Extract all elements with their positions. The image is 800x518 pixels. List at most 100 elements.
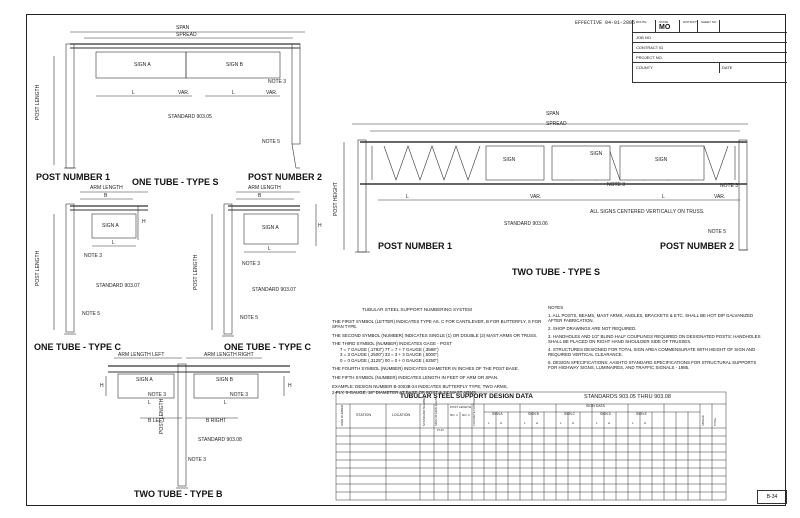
two-tube-type-s-title: TWO TUBE - TYPE S [512, 267, 601, 277]
b-b-left: B LEFT [148, 418, 165, 424]
drawing-sheet-border [26, 14, 786, 506]
note-2: 2. SHOP DRAWINGS ARE NOT REQUIRED. [548, 325, 637, 331]
b-note3-right: NOTE 3 [230, 392, 249, 398]
s1-post2-title: POST NUMBER 2 [248, 172, 323, 182]
table-unit-span: FT-IN [437, 429, 444, 432]
contract-id-row: CONTRACT ID [633, 42, 787, 52]
s2-note3-left: NOTE 3 [607, 182, 626, 188]
s2-span-label: SPAN [546, 111, 560, 117]
b-h-left: H [100, 383, 104, 389]
numbering-p3b: 7 = 7 GAUGE (.1793") 7T = 7 + 7 GAUGE (.… [340, 346, 439, 352]
s2-note3-right: NOTE 3 [720, 183, 739, 189]
table-col-station: STATION [356, 413, 372, 417]
table-col-spread: SPREAD [702, 415, 705, 426]
c2-h: H [318, 223, 322, 229]
c1-note5: NOTE 5 [82, 311, 101, 317]
b-arm-left: ARM LENGTH LEFT [118, 352, 165, 358]
two-tube-type-s-drawing [343, 123, 748, 253]
b-sign-a: SIGN A [136, 377, 153, 383]
note-1: 1. ALL POSTS, BEAMS, MAST ARMS, ANGLES, … [548, 312, 754, 324]
b-note5: NOTE 3 [188, 457, 207, 463]
numbering-p2: THE SECOND SYMBOL (NUMBER) INDICATES SIN… [332, 332, 538, 338]
table-col-sign-b: SIGN B [528, 412, 539, 416]
numbering-p4: THE FOURTH SYMBOL (NUMBER) INDICATES DIA… [332, 366, 519, 372]
s1-l-a: L [132, 90, 135, 96]
table-title: TUBULAR STEEL SUPPORT DESIGN DATA [400, 393, 533, 400]
b-standard: STANDARD 903.08 [198, 437, 242, 443]
s1-var-a: VAR. [178, 90, 190, 96]
s1-note5: NOTE 5 [262, 139, 281, 145]
table-subtitle: STANDARDS 903.05 THRU 903.08 [584, 394, 671, 400]
numbering-system-block: TUBULAR STEEL SUPPORT NUMBERING SYSTEM T… [332, 307, 542, 395]
route-label: ROUTE [636, 20, 647, 24]
state-value: MO [659, 24, 671, 31]
c1-h: H [142, 219, 146, 225]
county-label: COUNTY [636, 65, 653, 70]
table-col-post-length: POST LENGTH [450, 405, 472, 409]
one-tube-type-s-title: ONE TUBE - TYPE S [132, 177, 219, 187]
s2-post-height: POST HEIGHT [333, 182, 339, 216]
notes-title: NOTES [548, 305, 564, 310]
c1-note3: NOTE 3 [84, 253, 103, 259]
table-unit-l-e: L [632, 421, 634, 425]
sheet-number: B-34 [757, 490, 787, 504]
table-unit-l-b: L [524, 421, 526, 425]
numbering-p1: THE FIRST SYMBOL (LETTER) INDICATES TYPE… [332, 318, 542, 330]
s1-sign-b: SIGN B [226, 62, 243, 68]
table-col-span-or-arm: SPAN OR ARM LENGTH [435, 396, 438, 426]
table-unit-l-a: L [488, 421, 490, 425]
numbering-example-2: 2-PLY, 0-GAUGE, 18" DIAMETER AT BASE OF … [332, 389, 478, 395]
b-b-right: B RIGHT [206, 418, 227, 424]
one-tube-type-c-title: ONE TUBE - TYPE C [34, 342, 122, 352]
numbering-p3a: THE THIRD SYMBOL (NUMBER) INDICATES GAGE… [332, 341, 452, 347]
c2-note3: NOTE 3 [242, 261, 261, 267]
s1-sign-a: SIGN A [134, 62, 151, 68]
s2-var-2: VAR. [714, 194, 726, 200]
s2-note5: NOTE 5 [708, 229, 727, 235]
s2-post2-title: POST NUMBER 2 [660, 241, 735, 251]
district-label: DISTRICT [683, 20, 697, 24]
c2-post-length: POST LENGTH [193, 254, 199, 290]
numbering-p3d: 0 = 0 GAUGE (.3125") 00 = 0 + 0 GAUGE (.… [340, 357, 439, 363]
table-unit-h-c: H [572, 421, 575, 425]
s2-sign-b: SIGN [590, 151, 603, 157]
c2-l: L [268, 246, 271, 252]
table-col-no1: NO. 1 [450, 413, 458, 417]
c1-l: L [112, 240, 115, 246]
s1-post-length: POST LENGTH [35, 84, 41, 120]
one-tube-type-c-right-drawing [211, 191, 317, 337]
s2-sign-c: SIGN [655, 157, 668, 163]
note-3: 3. HANDHOLES AND 1/2" BLIND HALF COUPLIN… [548, 333, 761, 345]
design-data-table-grid [335, 391, 727, 501]
numbering-p3c: 3 = 3 GAUGE (.2500") 33 = 3 + 3 GAUGE (.… [340, 352, 439, 358]
s1-post1-title: POST NUMBER 1 [36, 172, 111, 182]
s1-spread-label: SPREAD [176, 32, 197, 38]
note-5: 5. DESIGN SPECIFICATIONS: AASHTO STANDAR… [548, 359, 757, 371]
c1-standard: STANDARD 903.07 [96, 283, 140, 289]
table-col-sign-d: SIGN D [600, 412, 611, 416]
table-col-sign-a: SIGN A [492, 412, 503, 416]
c2-arm-length: ARM LENGTH [248, 185, 281, 191]
s2-standard: STANDARD 903.06 [504, 221, 548, 227]
numbering-title: TUBULAR STEEL SUPPORT NUMBERING SYSTEM [362, 307, 472, 312]
table-col-sign-c: SIGN C [564, 412, 575, 416]
c2-standard: STANDARD 903.07 [252, 287, 296, 293]
table-col-standard-number: STANDARD NUMBER [422, 395, 426, 426]
table-unit-h-a: H [500, 421, 503, 425]
b-arm-right: ARM LENGTH RIGHT [204, 352, 254, 358]
s1-l-b: L [232, 90, 235, 96]
two-tube-type-b-title: TWO TUBE - TYPE B [134, 489, 223, 499]
s2-var-1: VAR. [530, 194, 542, 200]
table-unit-h-e: H [644, 421, 647, 425]
numbering-example-1: EXAMPLE: DESIGN NUMBER B-2003B-24 INDICA… [332, 384, 508, 390]
table-col-total: TOTAL [714, 417, 717, 426]
table-col-sign-e: SIGN E [636, 412, 647, 416]
one-tube-type-s-drawing [53, 31, 305, 169]
sheet-no-label: SHEET NO. [701, 20, 718, 24]
b-post-length: POST LENGTH [159, 398, 165, 434]
table-col-sign-number: SIGN NUMBER [340, 404, 344, 426]
table-unit-l-d: L [596, 421, 598, 425]
job-no-row: JOB NO. [633, 32, 787, 42]
b-l-right: L [224, 400, 227, 406]
